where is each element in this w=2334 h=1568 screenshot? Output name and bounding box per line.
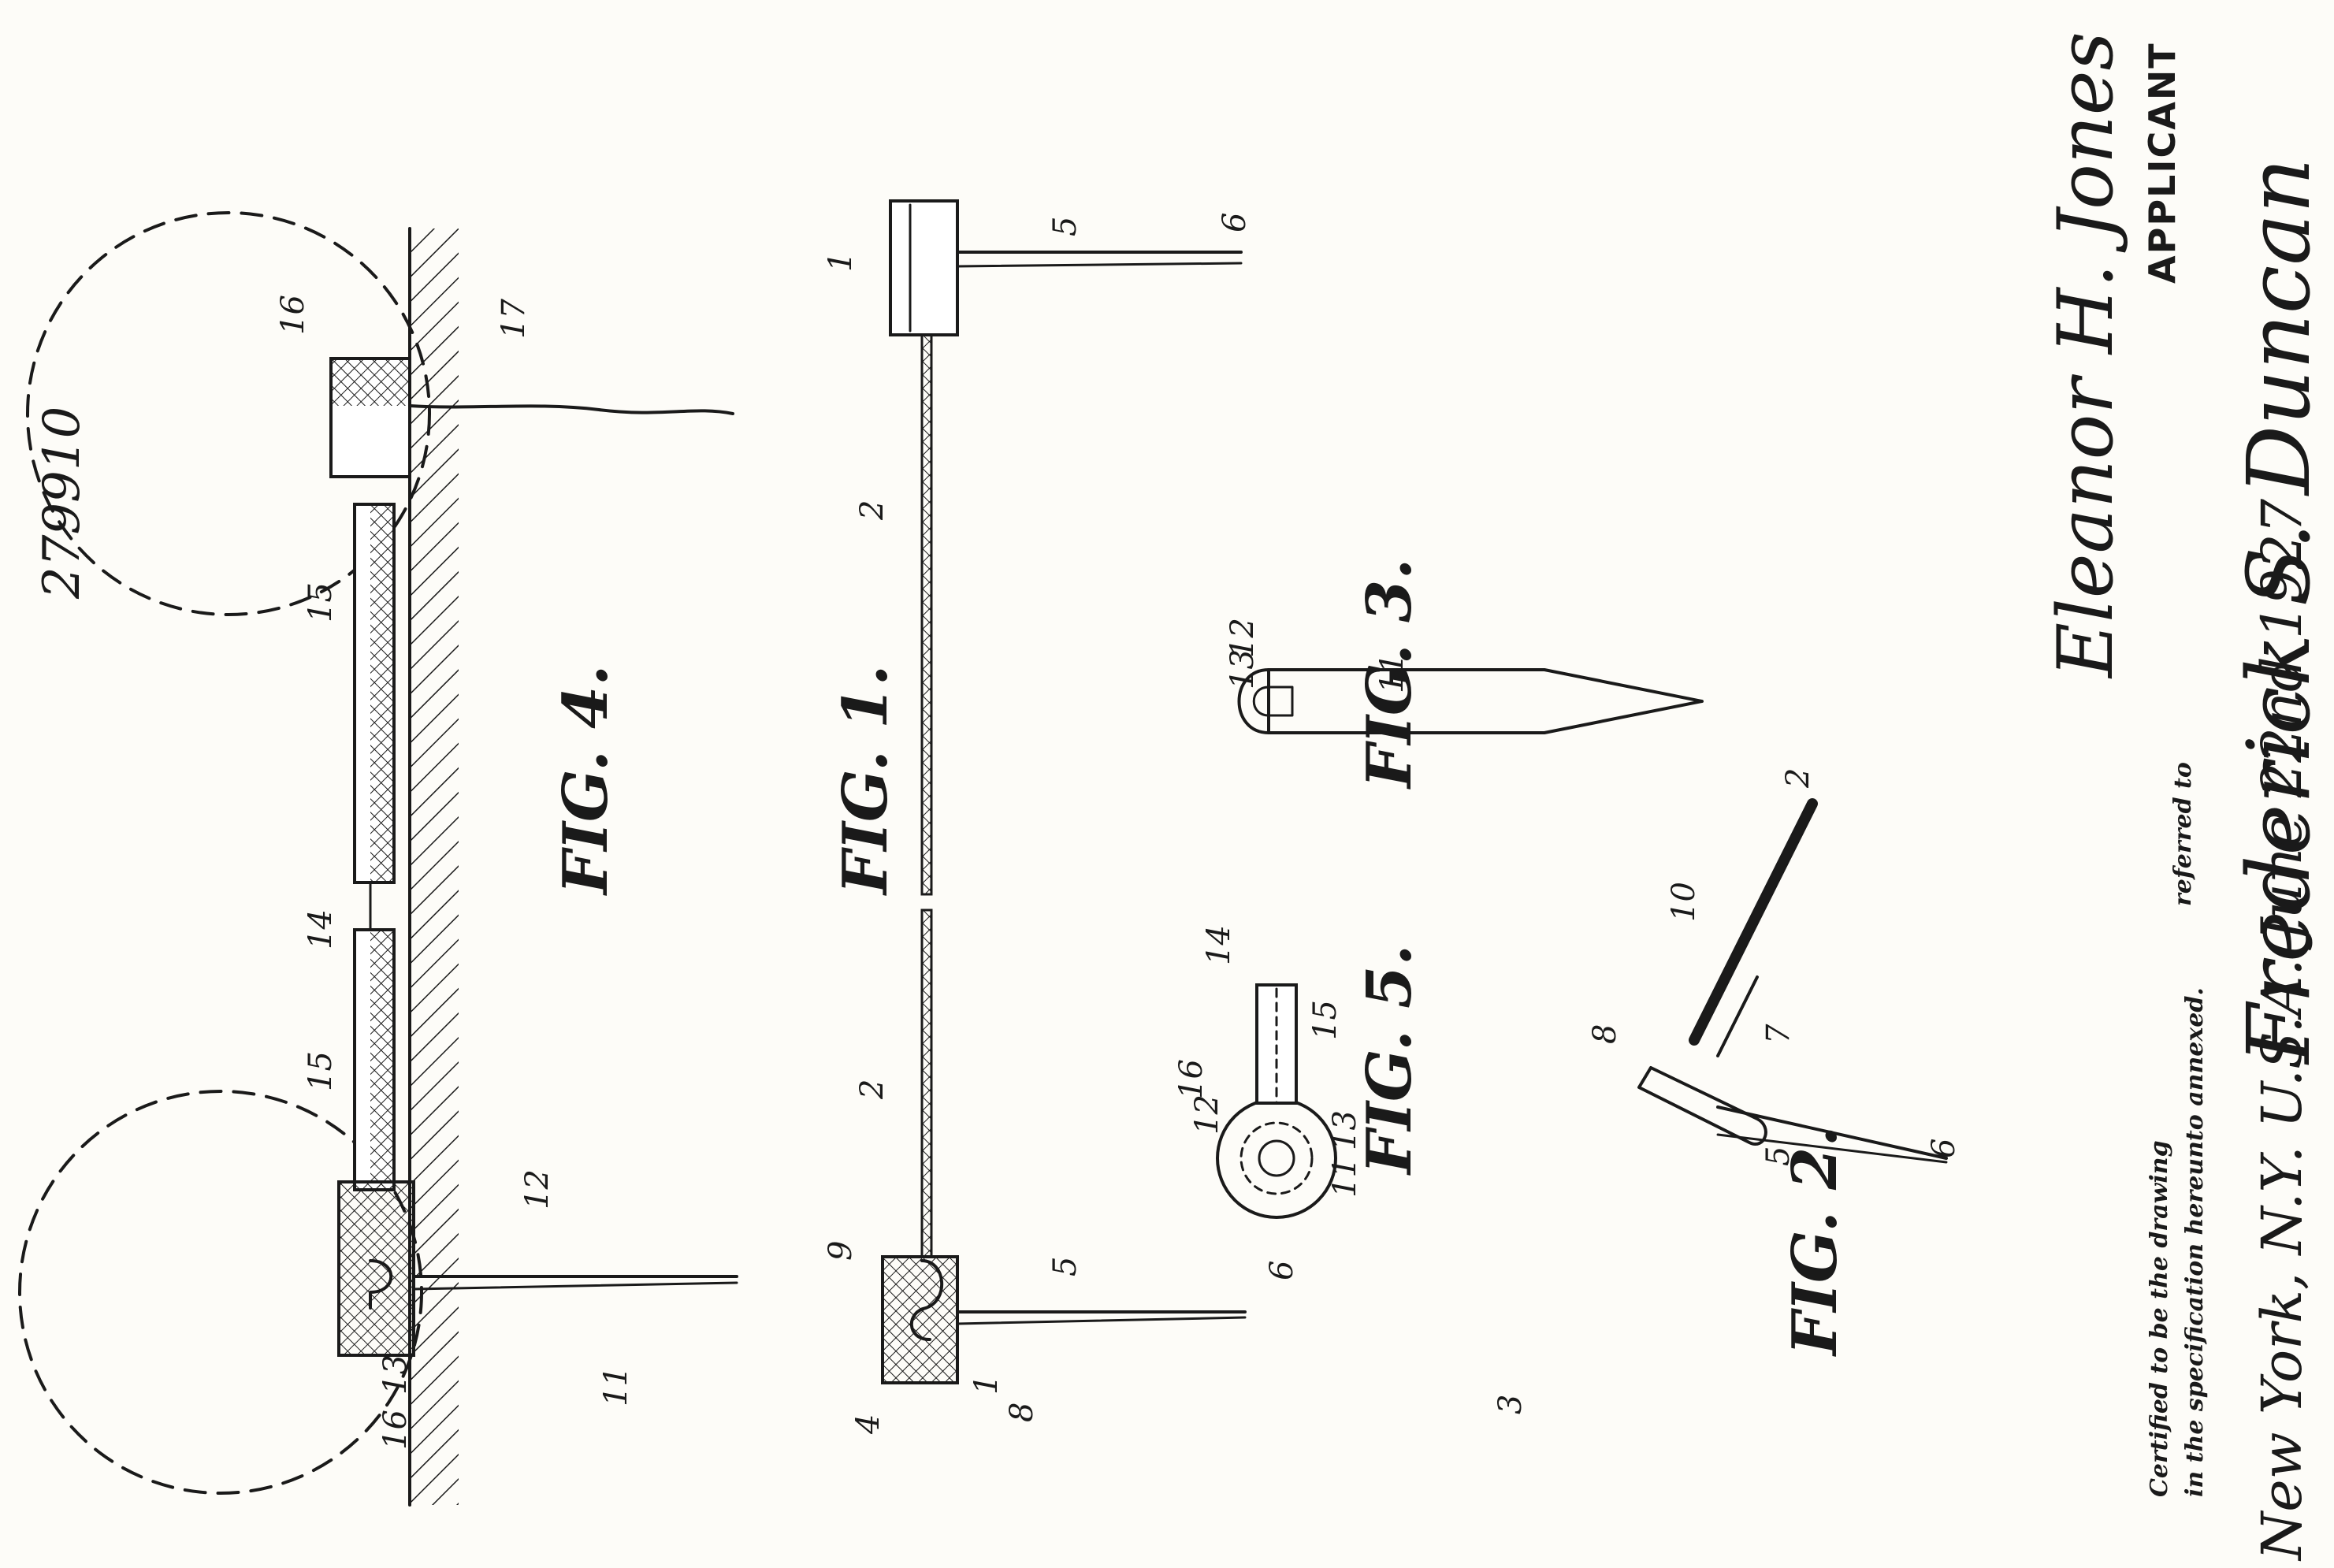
stake [956,1316,1247,1325]
ref-numeral: 3 [1492,1395,1529,1414]
weight-block-section [881,1255,959,1384]
base-inner [1239,1121,1314,1195]
stake-section [1258,1139,1295,1177]
ref-numeral: 16 [377,1410,414,1450]
figure-2: FIG. 2. 2 10 8 5 6 7 [1587,768,1962,1357]
figure-4: FIG. 4. 16 17 15 14 15 12 16 13 11 [18,211,738,1507]
place-date: New York, N.Y. U.S.A. June 22nd 1927 [2250,498,2314,1562]
tube-hatch [370,930,394,1190]
stake [412,1281,738,1291]
ref-numeral: 11 [1327,1157,1363,1198]
stake [1716,1133,1948,1164]
ref-numeral: 16 [275,295,311,335]
base-block [337,1180,415,1357]
stake [1267,668,1704,734]
ref-numeral: 12 [519,1169,556,1209]
cord [920,908,933,1258]
ref-numeral: 8 [1004,1403,1040,1422]
stake [956,262,1243,268]
figure-label: FIG. 3. [1354,559,1425,790]
ref-numeral: 2 [854,500,890,521]
figure-label: FIG. 2. [1779,1126,1851,1357]
cord [1689,798,1818,1046]
ref-numeral: 1 [823,252,859,272]
inventor-signature: Eleanor H. Jones [2042,32,2130,679]
figure-1: FIG. 1. 1 2 2 3 4 5 5 6 6 8 9 1 [823,199,1529,1435]
base-ring [1216,1098,1337,1219]
ref-numeral: 9 [823,1241,859,1261]
ref-numeral: 12 [1225,618,1261,658]
ground-hatching [411,229,459,1505]
stake [1716,1105,1948,1160]
ref-numeral: 14 [1201,925,1237,965]
ref-numeral: 5 [1760,1146,1797,1166]
ref-numeral: 5 [1047,1257,1083,1276]
referred-to-label: referred to [2169,762,2197,906]
tube-hatch [370,504,394,882]
patent-number: 279910 [33,407,91,600]
ref-numeral: 2 [1780,768,1816,789]
ref-numeral: 12 [1189,1094,1225,1135]
hook [369,1259,393,1310]
ref-numeral: 5 [1047,217,1083,236]
ref-numeral: 6 [1264,1261,1300,1280]
figure-label: FIG. 1. [830,665,901,896]
cord-sleeve [1716,975,1759,1057]
signature-block: Eleanor H. Jones APPLICANT referred to F… [2042,32,2329,1562]
stake-eye [1252,686,1294,717]
ref-numeral: 6 [1217,213,1253,232]
ref-numeral: 15 [303,1051,339,1091]
ref-numeral: 7 [1760,1024,1797,1044]
ball-outline [18,1090,423,1495]
ref-numeral: 15 [1307,1000,1344,1040]
ref-numeral: 13 [377,1354,414,1395]
base-block-cap [331,359,410,406]
ref-numeral: 1 [968,1375,1005,1395]
ref-numeral: 13 [1327,1110,1363,1150]
certification-line-1: Certified to be the drawing [2146,1140,2173,1497]
ball-outline [26,211,431,616]
figure-5: FIG. 5. 14 15 16 12 11 13 [1173,925,1425,1219]
ref-numeral: 8 [1587,1024,1623,1044]
ref-numeral: 16 [1173,1059,1210,1099]
weight-block [889,199,959,336]
cord [920,333,933,896]
ref-numeral: 11 [598,1366,634,1406]
ref-numeral: 6 [1926,1139,1962,1158]
ref-numeral: 11 [1374,653,1410,693]
ref-numeral: 2 [854,1079,890,1100]
ref-numeral: 10 [1666,882,1702,922]
wire-peg [408,404,734,415]
stake-loop [1237,668,1270,734]
figure-label: FIG. 4. [550,665,622,896]
attorney-signature: Frederick S. Duncan [2228,158,2329,1065]
ref-numeral: 4 [850,1414,886,1435]
ref-numeral: 15 [303,582,339,622]
figure-label: FIG. 5. [1354,945,1425,1176]
applicant-label: APPLICANT [2141,42,2183,284]
weight-block [1637,1066,1767,1146]
certification-line-2: in the specification hereunto annexed. [2181,987,2209,1497]
ref-numeral: 17 [496,299,532,339]
ref-numeral: 14 [303,909,339,949]
figure-3: FIG. 3. 12 13 11 [1225,559,1704,790]
hook [909,1259,944,1341]
ref-numeral: 13 [1225,649,1261,689]
